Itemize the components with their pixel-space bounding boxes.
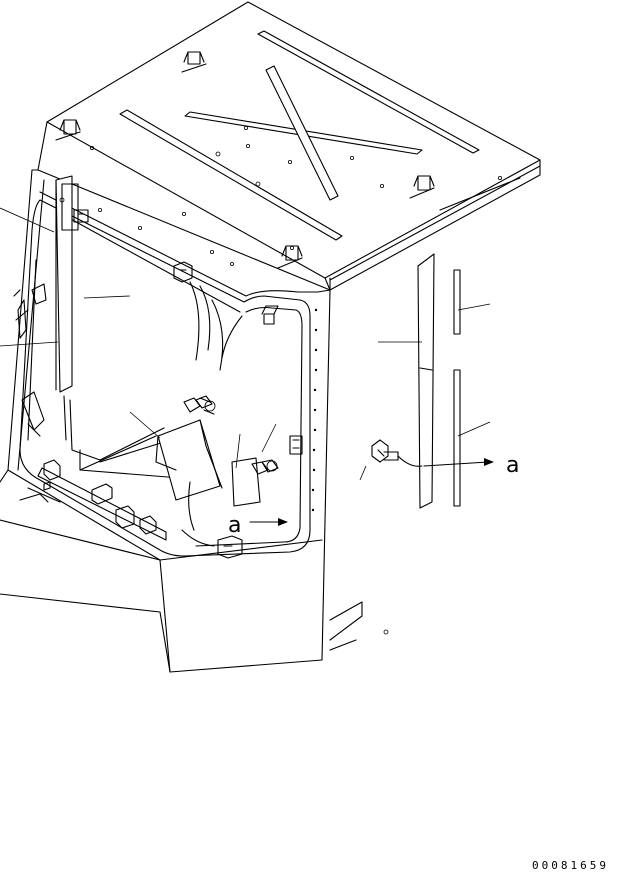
left-window-trim: [13, 175, 89, 441]
detail-trim-lower: [453, 369, 461, 507]
detail-view-arrow-label: a: [506, 453, 519, 478]
view-arrow-main: [249, 518, 288, 526]
leader-lines: [0, 207, 491, 469]
lower-bracket: [231, 457, 261, 507]
window-interior-parts: [37, 261, 303, 559]
roof-bracket: [409, 175, 435, 199]
pillar-rivets: [311, 308, 318, 512]
wire-harness: [189, 281, 224, 371]
detail-view: [359, 253, 461, 509]
roof-bracket: [181, 51, 207, 73]
roof-bolt-holes: [90, 126, 502, 266]
top-center-clip: [173, 261, 193, 283]
front-window-opening: [19, 199, 311, 557]
detail-seal-strip: [417, 253, 435, 509]
lower-center-clip: [217, 535, 243, 559]
right-pillar-clip: [289, 435, 303, 455]
figure-number: 00081659: [532, 859, 609, 872]
roof-rail-left: [119, 109, 343, 241]
roof-bracket: [55, 119, 81, 141]
bolt-lower: [251, 459, 279, 475]
cab-roof: [31, 1, 541, 291]
cab-body: [0, 169, 389, 673]
upper-left-clip: [73, 209, 89, 223]
roof-rail-diagonal: [265, 65, 339, 201]
bolt-upper: [183, 395, 215, 415]
view-arrow-detail: [423, 458, 494, 467]
detail-trim-upper: [453, 269, 461, 335]
main-view-arrow-label: a: [228, 513, 241, 538]
lower-window-rail: [37, 467, 167, 541]
detail-bolt: [371, 439, 399, 463]
left-edge-seal: [13, 289, 29, 339]
roof-rail-right: [257, 30, 480, 154]
